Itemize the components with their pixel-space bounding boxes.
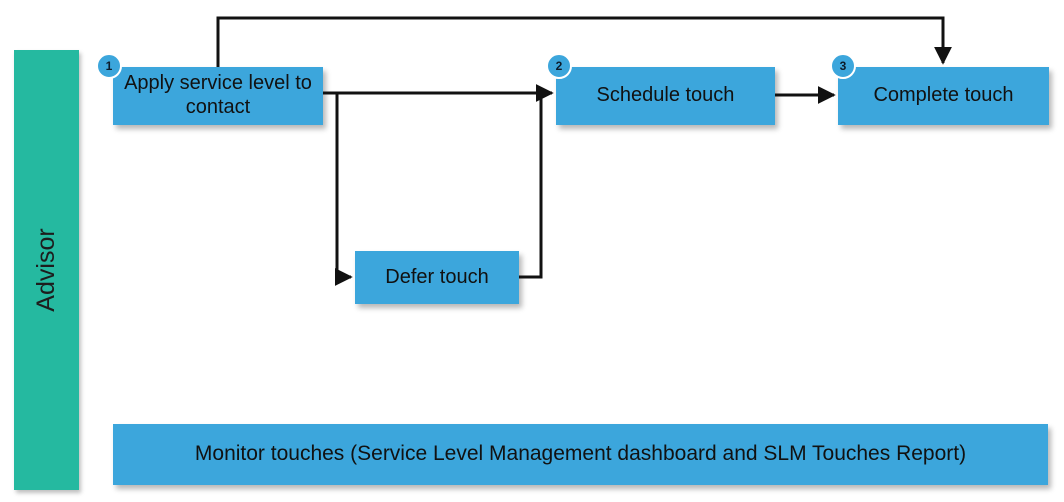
node-apply-service-level[interactable]: Apply service level to contact xyxy=(113,67,323,125)
node-schedule-touch[interactable]: Schedule touch xyxy=(556,67,775,125)
node-complete-touch[interactable]: Complete touch xyxy=(838,67,1049,125)
node-monitor-touches[interactable]: Monitor touches (Service Level Managemen… xyxy=(113,424,1048,485)
step-badge-3: 3 xyxy=(830,53,856,79)
node-defer-touch[interactable]: Defer touch xyxy=(355,251,519,304)
step-badge-2: 2 xyxy=(546,53,572,79)
connector-defer-to-schedule xyxy=(519,94,543,279)
step-badge-1: 1 xyxy=(96,53,122,79)
swimlane-label: Advisor xyxy=(32,228,60,312)
swimlane-advisor: Advisor xyxy=(14,50,79,490)
connector-apply-to-defer xyxy=(334,94,353,286)
